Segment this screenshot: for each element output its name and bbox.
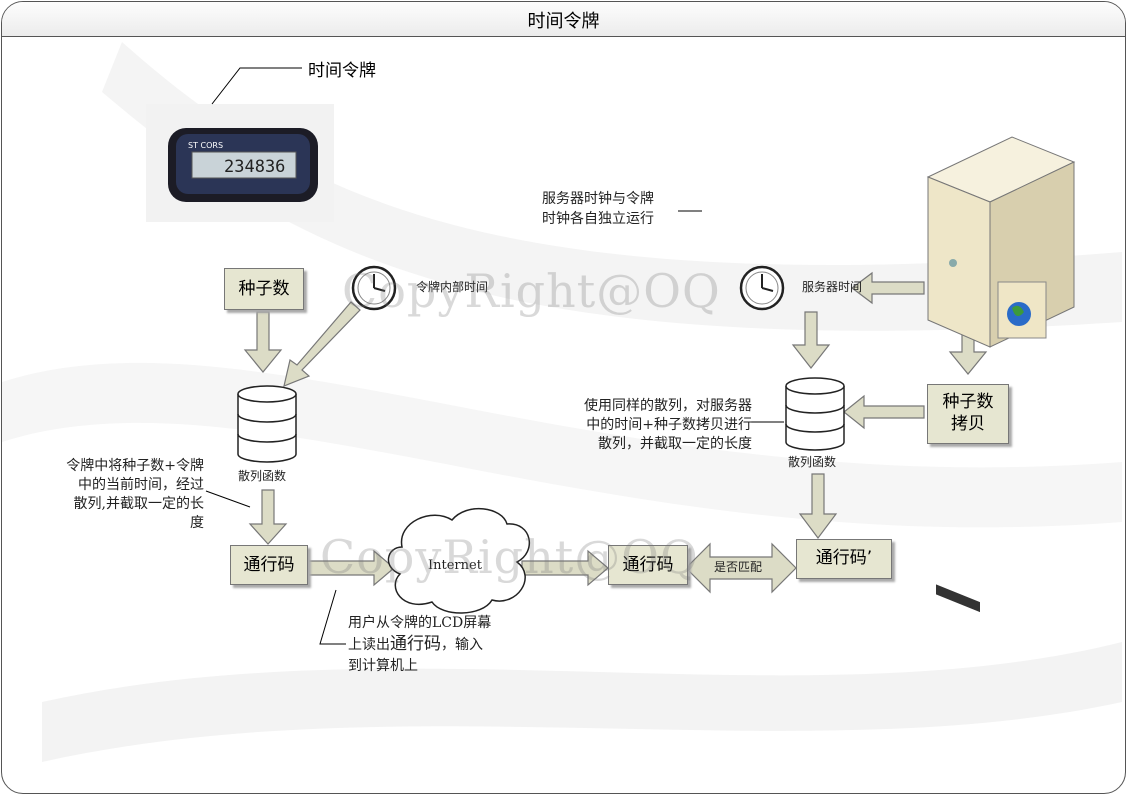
- database-icon-hash-right: [785, 377, 845, 451]
- clock-icon-token: [351, 265, 397, 311]
- token-device-icon: 234836 ST CORS: [168, 128, 318, 202]
- clock-icon-server: [739, 265, 785, 311]
- watermark-bottom: CopyRight@OQ: [320, 530, 699, 584]
- token-device-photo: 234836 ST CORS: [146, 104, 334, 222]
- user-note-line-2: 上读出通行码，输入: [348, 635, 483, 655]
- hash-right-label: 散列函数: [788, 455, 837, 469]
- user-note-line-1: 用户从令牌的LCD屏幕: [348, 615, 492, 631]
- database-icon-hash-left: [237, 385, 297, 463]
- watermark-top: CopyRight@OQ: [342, 264, 721, 318]
- internet-cloud-icon: [387, 507, 531, 614]
- token-brand: ST CORS: [188, 141, 223, 150]
- user-note-passcode: 通行码: [390, 634, 441, 654]
- arrow-hash-to-passcode-right: [798, 473, 838, 539]
- callout-user-note: [319, 589, 346, 645]
- arrow-hash-to-passcode: [248, 489, 288, 545]
- seed-copy-box: 种子数 拷贝: [927, 384, 1009, 444]
- internet-label: Internet: [428, 558, 482, 573]
- left-note-line: 度: [190, 515, 204, 531]
- arrow-passcode-to-internet: [306, 549, 395, 587]
- token-display-digits: 234836: [224, 157, 285, 177]
- arrow-clock-to-hash-right: [791, 311, 831, 369]
- arrow-seed-to-hash: [243, 311, 283, 373]
- passcode-box-server: 通行码’: [796, 539, 892, 579]
- right-note-line: 散列，并截取一定的长度: [598, 436, 752, 452]
- diagram-title: 时间令牌: [527, 11, 600, 32]
- token-device-label: 时间令牌: [308, 61, 376, 81]
- left-note: 令牌中将种子数+令牌 中的当前时间，经过 散列,并截取一定的长 度: [32, 457, 204, 533]
- user-note-text: ，输入: [441, 637, 483, 653]
- hash-left-label: 散列函数: [238, 469, 287, 483]
- arrow-seedcopy-to-hash: [843, 394, 925, 430]
- arrow-internet-to-passcode: [521, 549, 609, 587]
- left-note-line: 中的当前时间，经过: [78, 477, 204, 493]
- right-note-line: 中的时间+种子数拷贝进行: [586, 417, 752, 433]
- server-time-label: 服务器时间: [802, 280, 863, 294]
- seed-copy-line-2: 拷贝: [951, 414, 985, 434]
- title-bar: 时间令牌: [2, 2, 1125, 37]
- left-note-line: 散列,并截取一定的长: [73, 496, 204, 512]
- clock-note-line-2: 时钟各自独立运行: [542, 211, 654, 227]
- token-time-label: 令牌内部时间: [416, 280, 489, 294]
- arrow-token-clock-to-hash: [283, 301, 361, 387]
- user-note-line-3: 到计算机上: [348, 658, 418, 674]
- seed-copy-line-1: 种子数: [942, 392, 994, 412]
- right-note: 使用同样的散列，对服务器 中的时间+种子数拷贝进行 散列，并截取一定的长度: [542, 397, 752, 454]
- passcode-box-token: 通行码: [230, 545, 308, 585]
- user-note-text: 上读出: [348, 637, 390, 653]
- left-note-line: 令牌中将种子数+令牌: [66, 458, 204, 474]
- right-note-line: 使用同样的散列，对服务器: [584, 398, 752, 414]
- passcode-box-user: 通行码: [608, 545, 688, 585]
- arrow-server-to-clock: [851, 271, 925, 305]
- server-icon: [926, 136, 1076, 613]
- callout-left-note: [205, 490, 251, 508]
- clock-note-line-1: 服务器时钟与令牌: [542, 191, 654, 207]
- seed-box: 种子数: [224, 268, 304, 310]
- match-label: 是否匹配: [714, 560, 763, 574]
